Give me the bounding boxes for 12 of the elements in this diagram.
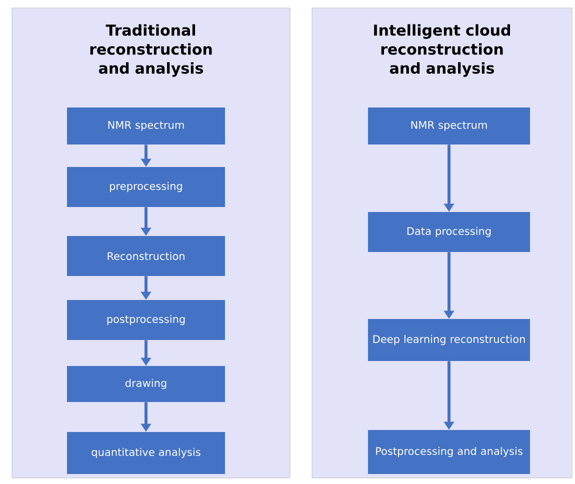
- process-box: Deep learning reconstruction: [368, 318, 530, 361]
- process-box: drawing: [67, 366, 225, 402]
- process-box: preprocessing: [67, 167, 225, 207]
- process-box: quantitative analysis: [67, 432, 225, 474]
- panel-title: Traditional reconstruction and analysis: [90, 24, 212, 77]
- process-box: Postprocessing and analysis: [368, 430, 530, 474]
- panel-title: Intelligent cloud reconstruction and analysis: [374, 24, 510, 77]
- process-box: postprocessing: [67, 300, 225, 340]
- process-box: NMR spectrum: [67, 108, 225, 144]
- process-box: NMR spectrum: [368, 108, 530, 144]
- process-box: Reconstruction: [67, 236, 225, 276]
- process-box: Data processing: [368, 212, 530, 252]
